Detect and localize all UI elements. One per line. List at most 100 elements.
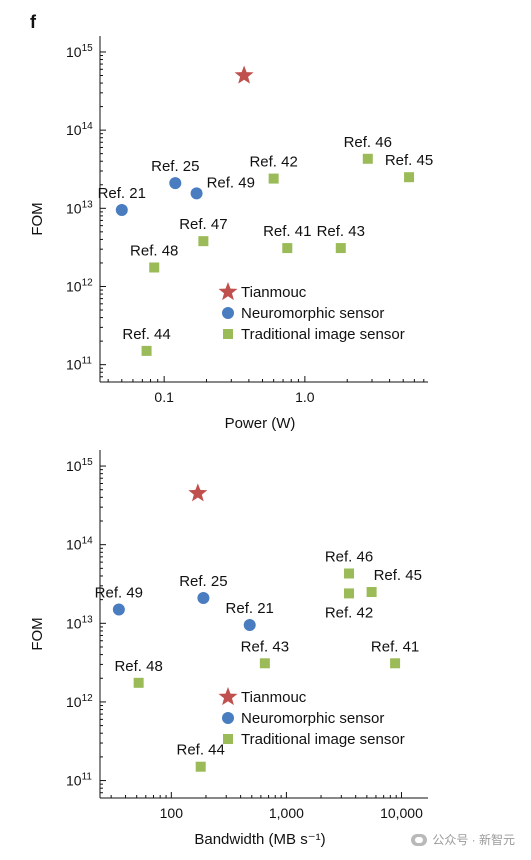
circle-marker [169, 177, 182, 190]
square-marker [259, 658, 270, 669]
legend-label: Tianmouc [241, 284, 307, 301]
circle-marker [197, 591, 210, 604]
point-label: Ref. 41 [263, 223, 311, 240]
y-tick-label: 1011 [66, 356, 92, 373]
point-label: Ref. 46 [325, 548, 373, 565]
point-label: Ref. 48 [114, 658, 162, 675]
legend-square-icon [223, 734, 233, 744]
point-label: Ref. 25 [151, 158, 199, 175]
data-point: Ref. 49 [190, 174, 255, 200]
legend-circle-icon [222, 712, 234, 724]
data-point: Ref. 42 [325, 588, 373, 621]
chart-2: 1011 1012 1013 1014 1015 100 1,000 10,000Bandwi… [29, 450, 428, 848]
y-tick-label: 1015 [66, 457, 93, 474]
y-tick-label: 1013 [66, 199, 93, 216]
wechat-logo-icon [411, 833, 428, 846]
point-label: Ref. 46 [344, 134, 392, 151]
point-label: Ref. 42 [249, 154, 297, 171]
point-label: Ref. 25 [179, 573, 227, 590]
legend-label: Traditional image sensor [241, 731, 405, 748]
square-marker [149, 262, 160, 273]
data-point: Ref. 48 [130, 242, 178, 273]
x-tick-label: 0.1 [154, 389, 174, 405]
y-tick-label: 1013 [66, 614, 93, 631]
point-label: Ref. 43 [317, 223, 365, 240]
legend-star-icon [218, 282, 238, 301]
square-marker [390, 658, 401, 669]
point-label: Ref. 44 [122, 326, 170, 343]
point-label: Ref. 45 [374, 567, 422, 584]
point-label: Ref. 47 [179, 216, 227, 233]
square-marker [141, 345, 152, 356]
y-tick-label: 1014 [66, 536, 93, 553]
square-marker [362, 153, 373, 164]
x-tick-label: 1,000 [269, 805, 304, 821]
data-point: Ref. 44 [177, 742, 225, 772]
data-point: Ref. 46 [344, 134, 392, 164]
point-label: Ref. 48 [130, 242, 178, 259]
square-marker [404, 172, 415, 183]
data-point: Ref. 25 [151, 158, 199, 190]
square-marker [195, 761, 206, 772]
y-axis-title: FOM [29, 202, 46, 235]
data-point: Ref. 47 [179, 216, 228, 247]
legend-label: Traditional image sensor [241, 326, 405, 343]
data-point: Ref. 43 [241, 638, 289, 669]
panel-letter: f [30, 12, 36, 32]
y-tick-label: 1011 [66, 772, 92, 789]
data-point: Ref. 25 [179, 573, 228, 604]
point-label: Ref. 45 [385, 152, 433, 169]
square-marker [282, 243, 293, 254]
data-point: Ref. 41 [263, 223, 311, 254]
star-marker [188, 483, 208, 502]
star-marker [234, 65, 254, 84]
circle-marker [115, 204, 128, 217]
square-marker [268, 173, 279, 184]
point-label: Ref. 21 [98, 185, 146, 202]
watermark: 公众号 · 新智元 [411, 831, 515, 848]
square-marker [335, 243, 346, 254]
y-tick-label: 1012 [66, 277, 93, 294]
legend-label: Tianmouc [241, 689, 307, 706]
square-marker [344, 568, 355, 579]
data-point: Ref. 41 [371, 638, 419, 669]
point-label: Ref. 49 [207, 174, 255, 191]
point-label: Ref. 43 [241, 638, 289, 655]
legend-label: Neuromorphic sensor [241, 710, 384, 727]
legend-circle-icon [222, 307, 234, 319]
x-tick-label: 10,000 [380, 805, 423, 821]
x-axis-title: Bandwidth (MB s⁻¹) [194, 831, 325, 848]
data-point: Ref. 45 [366, 567, 422, 598]
data-point: Ref. 44 [122, 326, 171, 356]
x-tick-label: 100 [160, 805, 184, 821]
legend-label: Neuromorphic sensor [241, 305, 384, 322]
point-label: Ref. 49 [95, 584, 143, 601]
data-point: Ref. 49 [95, 584, 143, 616]
data-point: Ref. 42 [249, 154, 298, 184]
point-label: Ref. 44 [177, 742, 225, 759]
data-point: Ref. 43 [317, 223, 365, 254]
data-point: Ref. 46 [325, 548, 373, 579]
x-axis-title: Power (W) [225, 415, 296, 432]
circle-marker [190, 187, 203, 200]
legend-star-icon [218, 687, 238, 706]
circle-marker [112, 603, 125, 616]
y-axis-title: FOM [29, 617, 46, 650]
watermark-text: 公众号 · 新智元 [432, 833, 515, 847]
point-label: Ref. 42 [325, 604, 373, 621]
square-marker [344, 588, 355, 599]
y-tick-label: 1014 [66, 121, 93, 138]
square-marker [366, 587, 377, 598]
point-label: Ref. 21 [226, 600, 274, 617]
square-marker [198, 236, 209, 247]
y-tick-label: 1012 [66, 693, 93, 710]
data-point [234, 65, 254, 84]
point-label: Ref. 41 [371, 638, 419, 655]
data-point: Ref. 21 [226, 600, 274, 632]
data-point: Ref. 21 [98, 185, 146, 217]
data-point [188, 483, 208, 502]
